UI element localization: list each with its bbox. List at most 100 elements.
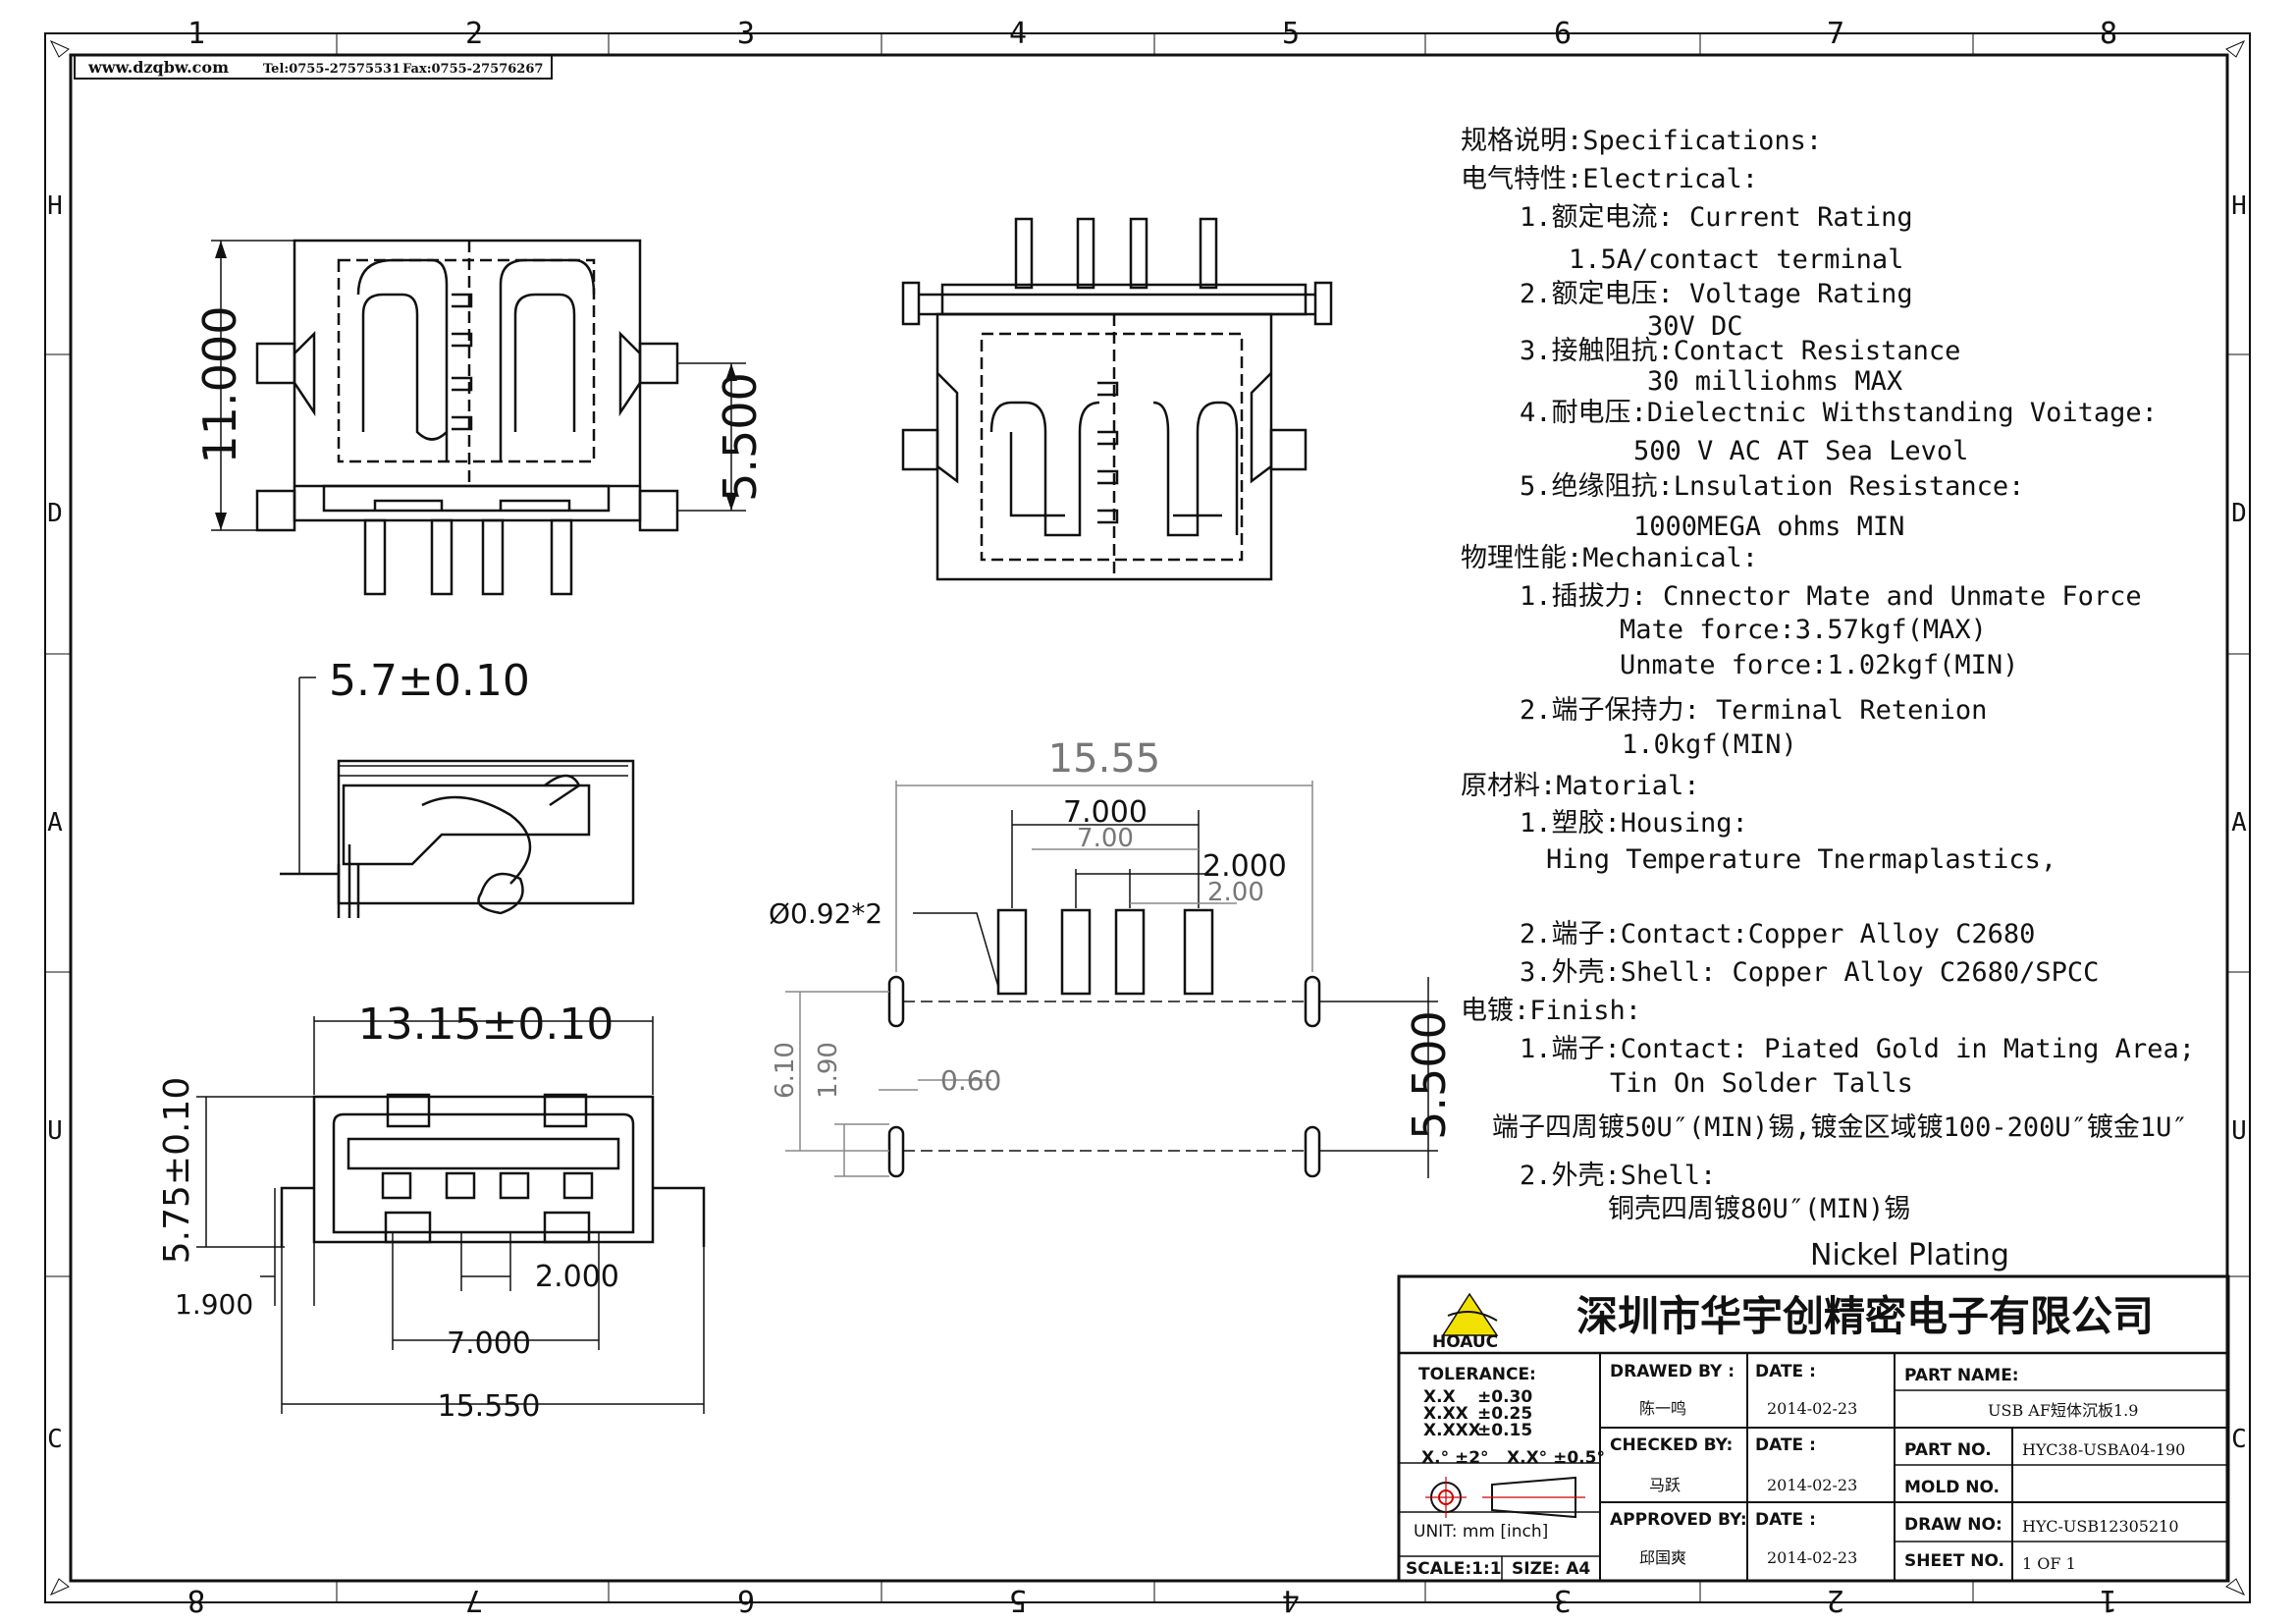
logo-text: HOAUC (1432, 1332, 1498, 1352)
approved-by-label: APPROVED BY: (1610, 1510, 1747, 1530)
part-name-label: PART NAME: (1904, 1366, 2019, 1385)
dim-front-total: 15.550 (438, 1389, 541, 1424)
dim-front-pitch-small: 2.000 (535, 1260, 619, 1294)
date-label-3: DATE : (1755, 1510, 1816, 1530)
zone-top-1: 1 (187, 17, 205, 51)
sheet-no-value: 1 OF 1 (2022, 1554, 2076, 1573)
spec-line: 2.端子保持力: Terminal Retenion (1520, 695, 1987, 726)
zone-bottom-7: 7 (465, 1583, 483, 1617)
tol-angle-1: X.° ±2° (1421, 1448, 1489, 1468)
tol-x-val: ±0.30 (1477, 1387, 1532, 1407)
tol-xxx: X.XXX (1423, 1421, 1481, 1440)
zone-left-d: D (47, 499, 63, 528)
dim-front-offset: 1.900 (175, 1288, 253, 1321)
dim-front-width: 13.15±0.10 (358, 1000, 614, 1050)
zone-bottom-5: 5 (1009, 1583, 1027, 1617)
dim-fp-total: 15.55 (1048, 736, 1161, 782)
spec-line: 2.端子:Contact:Copper Alloy C2680 (1520, 919, 2035, 949)
spec-line: 物理性能:Mechanical: (1461, 543, 1758, 573)
specifications: 规格说明:Specifications: 电气特性:Electrical: 1.… (1461, 126, 2195, 1272)
spec-line: 30 milliohms MAX (1647, 366, 1902, 397)
zone-top-7: 7 (1827, 17, 1844, 51)
website-text: www.dzqbw.com (87, 58, 229, 77)
spec-line: 电镀:Finish: (1461, 996, 1641, 1026)
scale-text: SCALE:1:1 (1406, 1559, 1502, 1579)
spec-line: Hing Temperature Tnermaplastics, (1546, 844, 2056, 875)
date-value-2: 2014-02-23 (1767, 1476, 1857, 1494)
unit-text: UNIT: mm [inch] (1414, 1522, 1548, 1542)
part-no-value: HYC38-USBA04-190 (2022, 1440, 2185, 1459)
draw-no-value: HYC-USB12305210 (2022, 1517, 2179, 1536)
spec-line: 1.额定电流: Current Rating (1520, 202, 1913, 233)
zone-right-h: H (2231, 191, 2247, 221)
spec-line: 1.端子:Contact: Piated Gold in Mating Area… (1520, 1034, 2195, 1064)
spec-line: 30V DC (1647, 311, 1743, 342)
zone-top-8: 8 (2100, 17, 2117, 51)
zone-numbers: 1 2 3 4 5 6 7 8 8 7 6 5 4 3 2 1 H D A U … (47, 17, 2247, 1617)
tol-xx: X.XX (1423, 1404, 1468, 1424)
zone-right-u: U (2231, 1116, 2247, 1146)
spec-line: 1.塑胶:Housing: (1520, 808, 1748, 839)
zone-bottom-8: 8 (187, 1583, 205, 1617)
company-name: 深圳市华宇创精密电子有限公司 (1576, 1292, 2154, 1340)
dim-fp-slot: 0.60 (940, 1064, 1001, 1097)
dim-fp-pitch-small: 2.000 (1202, 849, 1287, 884)
drawn-by-value: 陈一鸣 (1639, 1399, 1686, 1418)
dim-fp-row: 6.10 (771, 1042, 800, 1099)
dim-height-total: 11.000 (193, 306, 246, 464)
spec-line: 1000MEGA ohms MIN (1633, 512, 1904, 542)
sheet-no-label: SHEET NO. (1904, 1551, 2004, 1571)
dim-fp-span: 5.500 (1403, 1010, 1456, 1140)
date-label-1: DATE : (1755, 1362, 1816, 1381)
spec-line: 1.0kgf(MIN) (1622, 730, 1797, 760)
spec-line: 1.5A/contact terminal (1569, 244, 1903, 275)
tol-xxx-val: ±0.15 (1477, 1421, 1532, 1440)
zone-top-3: 3 (737, 17, 755, 51)
date-value-1: 2014-02-23 (1767, 1399, 1857, 1418)
zone-right-c: C (2231, 1425, 2247, 1454)
zone-left-a: A (47, 808, 63, 838)
tol-angle-2: X.X° ±0.5° (1507, 1448, 1605, 1468)
tol-xx-val: ±0.25 (1477, 1404, 1532, 1424)
dim-fp-hole: Ø0.92*2 (769, 897, 882, 930)
zone-top-4: 4 (1009, 17, 1027, 51)
zone-top-2: 2 (465, 17, 483, 51)
spec-line: 3.接触阻抗:Contact Resistance (1520, 336, 1960, 366)
dim-front-height: 5.75±0.10 (157, 1077, 197, 1264)
spec-line: 铜壳四周镀80U″(MIN)锡 (1608, 1194, 1910, 1224)
dim-side-width: 5.7±0.10 (329, 656, 530, 706)
part-no-label: PART NO. (1904, 1440, 1992, 1460)
dim-fp-pitch-large: 7.000 (1063, 795, 1148, 830)
title-block (1397, 1274, 2230, 1583)
zone-right-a: A (2231, 808, 2247, 838)
size-text: SIZE: A4 (1512, 1559, 1590, 1579)
spec-line: 2.外壳:Shell: (1520, 1161, 1716, 1191)
spec-line: Nickel Plating (1810, 1238, 2009, 1272)
zone-bottom-2: 2 (1827, 1583, 1844, 1617)
tol-x: X.X (1423, 1387, 1456, 1407)
date-label-2: DATE : (1755, 1435, 1816, 1455)
spec-line: 端子四周镀50U″(MIN)锡,镀金区域镀100-200U″镀金1U″ (1492, 1112, 2188, 1143)
zone-left-u: U (47, 1116, 63, 1146)
zone-top-6: 6 (1554, 17, 1572, 51)
spec-line: 电气特性:Electrical: (1461, 164, 1758, 194)
spec-line: 3.外壳:Shell: Copper Alloy C2680/SPCC (1520, 957, 2099, 988)
spec-line: Tin On Solder Talls (1610, 1068, 1913, 1099)
checked-by-label: CHECKED BY: (1610, 1435, 1733, 1455)
dim-fp-pitch-large-ref: 7.00 (1077, 824, 1134, 853)
zone-top-5: 5 (1282, 17, 1300, 51)
front-view (196, 1016, 706, 1414)
drawing-frame (44, 32, 2251, 1603)
fax-text: Fax:0755-27576267 (402, 62, 543, 77)
checked-by-value: 马跃 (1649, 1476, 1681, 1494)
rear-view (901, 217, 1333, 581)
draw-no-label: DRAW NO: (1904, 1515, 2002, 1535)
zone-bottom-6: 6 (737, 1583, 755, 1617)
dim-fp-row2: 1.90 (814, 1042, 843, 1099)
header-box: www.dzqbw.com Tel:0755-27575531 Fax:0755… (74, 54, 553, 80)
side-view (280, 677, 635, 918)
spec-line: Unmate force:1.02kgf(MIN) (1620, 650, 2018, 680)
tel-text: Tel:0755-27575531 (263, 62, 400, 77)
spec-line: 2.额定电压: Voltage Rating (1520, 279, 1913, 309)
pcb-footprint (785, 781, 1438, 1178)
